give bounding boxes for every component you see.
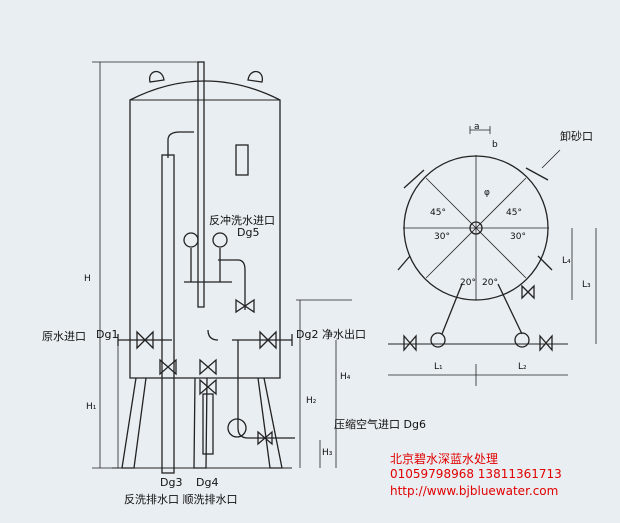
label-dg5: Dg5 bbox=[237, 226, 260, 239]
dim-H3: H₃ bbox=[322, 448, 333, 458]
label-dg2-outlet: Dg2 净水出口 bbox=[296, 328, 366, 341]
air-loop bbox=[227, 418, 247, 438]
backwash-return-pipe bbox=[207, 329, 219, 341]
dim-30a: 30° bbox=[434, 232, 450, 242]
plan-loop-right bbox=[514, 332, 530, 348]
dim-H: H bbox=[84, 274, 91, 284]
label-dg3: Dg3 bbox=[160, 476, 183, 489]
tank-leg-left bbox=[121, 377, 147, 469]
nozzle-right bbox=[537, 255, 553, 271]
unload-sand-valve bbox=[521, 284, 535, 300]
drain-leg-dg4 bbox=[202, 393, 214, 455]
plan-pipe-left bbox=[441, 283, 463, 335]
dim-20b: 20° bbox=[482, 278, 498, 288]
air-vent-rod bbox=[197, 61, 205, 308]
vertical-inner-pipe bbox=[161, 154, 175, 474]
nozzle-top-right bbox=[525, 167, 549, 181]
dim-30b: 30° bbox=[510, 232, 526, 242]
label-unload-sand: 卸砂口 bbox=[560, 130, 593, 143]
dim-45b: 45° bbox=[506, 208, 522, 218]
plan-pipe-right bbox=[497, 283, 523, 335]
dim-L2: L₂ bbox=[518, 362, 527, 372]
dim-L1: L₁ bbox=[434, 362, 443, 372]
watermark-company: 北京碧水深蓝水处理 bbox=[390, 452, 499, 466]
vent-top-elbow bbox=[167, 131, 194, 158]
dim-H4: H₄ bbox=[340, 372, 351, 382]
tank-leg-right bbox=[257, 377, 283, 469]
backwash-valve-top bbox=[235, 298, 255, 314]
lifting-lug-right bbox=[247, 70, 263, 83]
dim-H1: H₁ bbox=[86, 402, 97, 412]
plan-valve-right bbox=[539, 334, 553, 352]
dim-phi: φ bbox=[484, 188, 490, 198]
lifting-lug-left bbox=[149, 70, 165, 83]
dim-L3: L₃ bbox=[582, 280, 591, 290]
plan-valve-left bbox=[403, 334, 417, 352]
label-raw-inlet: 原水进口 bbox=[42, 330, 86, 343]
watermark-url: http://www.bjbluewater.com bbox=[390, 484, 559, 498]
dim-20a: 20° bbox=[460, 278, 476, 288]
dim-H2: H₂ bbox=[306, 396, 317, 406]
plan-loop-left bbox=[430, 332, 446, 348]
label-backwash-inlet: 反冲洗水进口 bbox=[209, 214, 275, 227]
dim-b: b bbox=[492, 140, 498, 150]
pressure-gauge-left bbox=[183, 232, 199, 248]
label-drain-outlets: 反洗排水口 顺洗排水口 bbox=[124, 493, 238, 506]
valve-right-a bbox=[199, 358, 217, 376]
watermark-phones: 01059798968 13811361713 bbox=[390, 467, 562, 481]
label-dg1: Dg1 bbox=[96, 328, 119, 341]
label-dg4: Dg4 bbox=[196, 476, 219, 489]
outlet-valve bbox=[259, 330, 277, 350]
valve-right-b bbox=[199, 378, 217, 396]
pressure-gauge-right bbox=[212, 232, 228, 248]
valve-left-a bbox=[159, 358, 177, 376]
raw-inlet-valve bbox=[136, 330, 154, 350]
backwash-pipe bbox=[218, 259, 246, 310]
label-compressed-air: 压缩空气进口 Dg6 bbox=[334, 418, 426, 431]
sight-window bbox=[235, 144, 249, 176]
nozzle-left bbox=[397, 255, 411, 271]
dim-45a: 45° bbox=[430, 208, 446, 218]
nozzle-top-left bbox=[403, 169, 425, 189]
air-valve bbox=[257, 430, 273, 446]
dim-L4: L₄ bbox=[562, 256, 571, 266]
compressed-air-pipe bbox=[237, 340, 295, 439]
dim-a: a bbox=[474, 122, 480, 132]
